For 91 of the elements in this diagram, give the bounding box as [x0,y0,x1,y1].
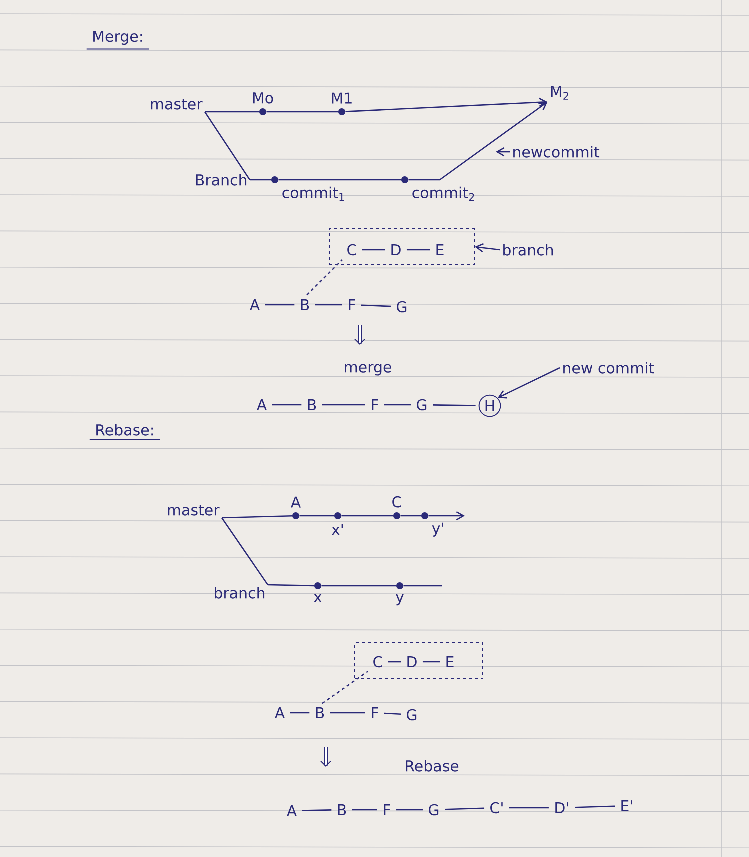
leader-arrow [498,367,560,399]
commit-letter: B [338,804,346,816]
commit-letter: A [250,300,260,310]
node-label: commit$_{2}$ [412,186,474,202]
dash-connector [384,404,411,406]
dash-connector [322,671,368,704]
branch-label: master [151,99,203,110]
branch-line [205,111,260,113]
leader-arrow [475,243,500,252]
dash-connector [302,810,332,812]
heading: Merge: [94,30,142,46]
dash-connector [352,809,378,811]
dash-connector [322,404,366,406]
dash-connector [362,249,386,251]
dash-connector [396,809,423,811]
commit-letter: G [407,709,417,721]
branch-line [278,179,402,181]
commit-letter: E' [622,800,632,812]
commit-letter: G [429,804,439,816]
heading: Rebase: [96,424,154,436]
branch-line [322,585,396,587]
dash-connector [290,712,310,714]
branch-line [250,179,272,181]
node-label: commit$_{1}$ [282,186,344,201]
dash-connector [510,807,549,809]
branch-label: branch [504,244,554,256]
branch-label: M$_{2}$ [551,86,568,100]
branch-line [408,102,548,181]
commit-letter: F [372,708,378,718]
commit-letter: F [384,804,390,816]
branch-line [204,112,251,180]
branch-label: branch [215,587,265,599]
dash-connector [330,712,366,714]
dashed-box [354,642,484,680]
commit-letter: A [286,806,297,816]
branch-line [221,518,269,586]
commit-letter: E [436,244,444,256]
operation-label: merge [345,364,392,376]
branch-line [400,515,422,517]
dashed-box [329,228,475,266]
commit-letter: D' [556,802,568,814]
dash-connector [315,304,342,306]
branch-label: newcommit [514,146,600,158]
commit-letter: F [372,400,378,410]
node-label: y [396,594,404,606]
commit-letter: D [408,656,417,668]
commit-letter: D [392,244,401,256]
branch-line [222,515,292,519]
dash-connector [306,260,343,296]
operation-label: Rebase [406,760,459,772]
dash-connector [433,404,476,406]
node-label: x' [332,524,344,536]
dash-connector [422,661,440,663]
commit-letter: A [274,708,285,718]
branch-line [266,111,338,113]
commit-letter: G [417,399,427,411]
commit-letter: C [374,656,382,668]
branch-label: new commit [564,362,654,374]
dash-connector [444,808,485,810]
commit-letter: G [397,301,407,313]
branch-line [300,515,334,517]
node-label: C [392,496,402,508]
circled-commit: H [478,394,502,418]
branch-line [404,585,442,587]
dash-connector [406,249,430,251]
commit-letter: F [349,300,356,310]
branch-line [342,515,394,517]
commit-letter: B [316,708,324,718]
node-label: x [314,594,322,602]
dash-connector [272,404,302,406]
commit-letter: A [256,400,267,410]
dash-connector [361,304,392,308]
leader-arrow [496,147,510,157]
branch-label: Branch [196,174,247,186]
dash-connector [384,712,402,716]
commit-letter: C' [490,802,503,814]
branch-line [346,98,548,112]
dash-connector [388,661,402,663]
commit-letter: B [301,300,310,310]
branch-label: master [168,505,220,516]
commit-letter: B [308,400,316,410]
commit-letter: C [348,244,356,256]
node-label: M1 [332,92,352,104]
dash-connector [575,806,616,808]
branch-line [268,584,314,587]
node-label: y' [432,522,444,537]
dash-connector [265,304,295,306]
branch-line [428,511,465,521]
commit-letter: E [446,656,454,668]
node-label: Mo [253,92,274,104]
node-label: A [290,496,301,508]
